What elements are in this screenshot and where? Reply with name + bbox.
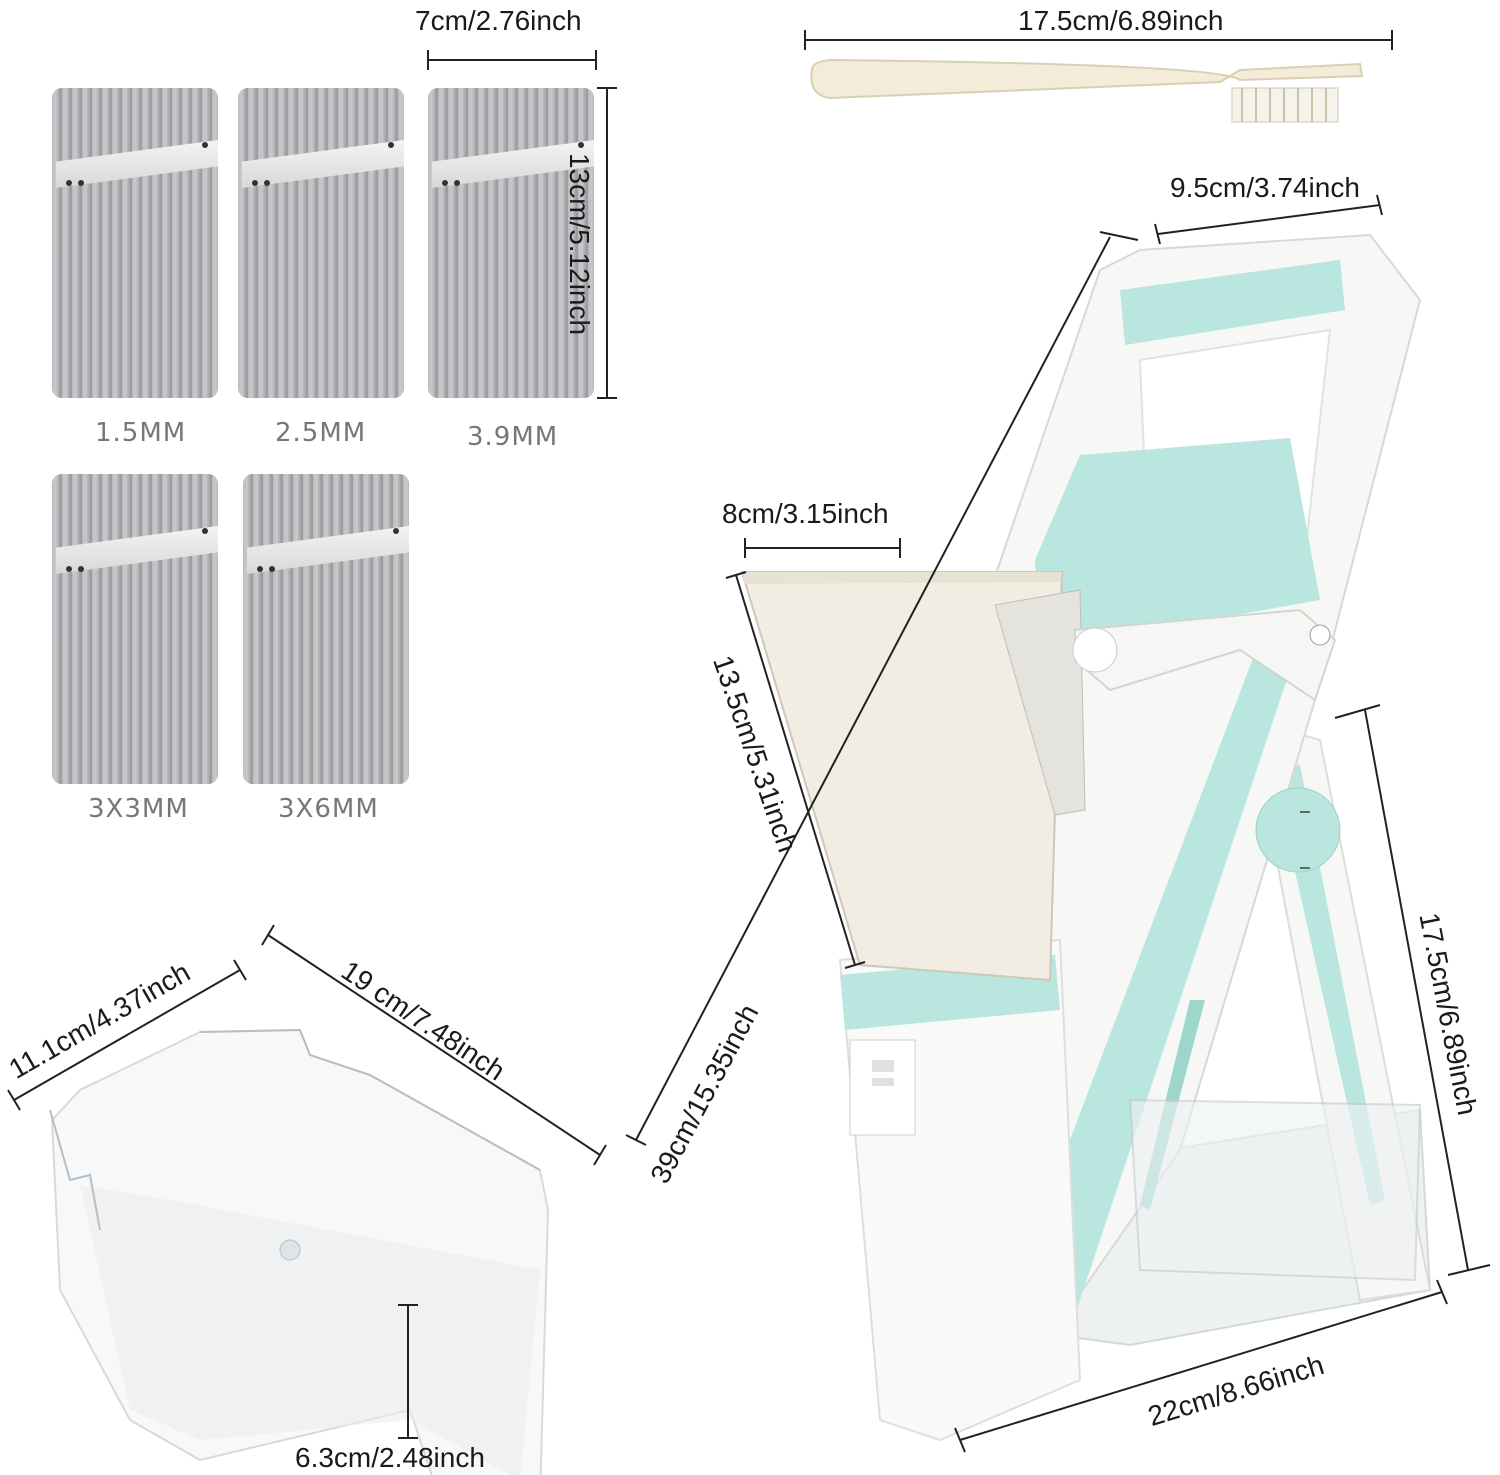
slicer-dimension-lines — [625, 194, 1491, 1453]
mandoline-slicer — [740, 233, 1432, 1442]
blade-insert-2 — [238, 88, 404, 398]
blade-height-label: 13cm/5.12inch — [564, 152, 596, 336]
tray-height-label: 6.3cm/2.48inch — [295, 1442, 485, 1473]
blade-size-label: 3.9MM — [467, 422, 559, 452]
blade-insert-3 — [428, 88, 594, 398]
blade-insert-1 — [52, 88, 218, 398]
blade-size-label: 2.5MM — [275, 418, 367, 448]
tray-dimension-lines — [7, 924, 607, 1439]
top-width-label: 9.5cm/3.74inch — [1170, 172, 1360, 203]
blade-insert-5 — [243, 474, 409, 784]
brush-length-label: 17.5cm/6.89inch — [1018, 5, 1224, 36]
blade-size-label: 3X3MM — [88, 794, 189, 824]
hopper-width-label: 8cm/3.15inch — [722, 498, 889, 529]
cleaning-brush — [804, 30, 1393, 123]
blade-width-label: 7cm/2.76inch — [415, 5, 582, 36]
blade-size-label: 3X6MM — [278, 794, 379, 824]
blade-size-label: 1.5MM — [95, 418, 187, 448]
blade-dimension-lines — [427, 50, 617, 399]
food-container-tray — [49, 1028, 550, 1475]
blade-insert-4 — [52, 474, 218, 784]
